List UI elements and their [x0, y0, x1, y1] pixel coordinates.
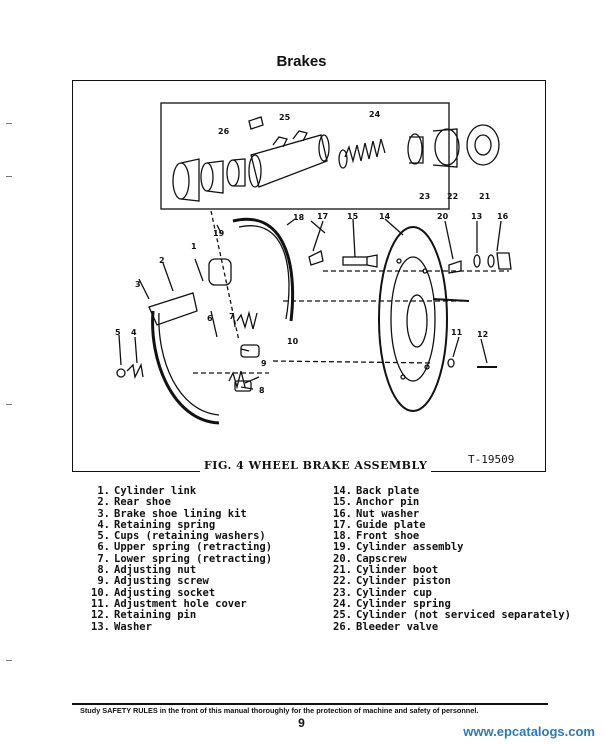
legend-item: 21.Cylinder boot [333, 564, 439, 577]
legend-item: 14.Back plate [333, 485, 420, 497]
retracting-spring [236, 310, 258, 330]
rear-shoe [151, 310, 220, 425]
margin-mark [6, 660, 12, 661]
callout-14: 14 [379, 212, 391, 221]
adjusting-nut [234, 380, 252, 392]
cylinder-boot [466, 124, 500, 166]
legend-item: 26.Bleeder valve [333, 620, 439, 633]
legend-item: 20.Capscrew [333, 552, 407, 565]
legend-item: 18.Front shoe [333, 530, 420, 543]
legend-item: 13.Washer [91, 620, 152, 633]
figure-frame: 26 25 24 23 22 21 19 18 17 15 14 20 13 1… [72, 80, 546, 472]
legend-item: 22.Cylinder piston [333, 575, 451, 588]
cylinder-piston [434, 128, 460, 166]
figure-caption: FIG. 4 WHEEL BRAKE ASSEMBLY [200, 459, 432, 472]
legend-item: 17.Guide plate [333, 518, 426, 531]
retaining-pin [432, 298, 470, 302]
callout-7: 7 [229, 312, 235, 321]
legend-item: 12.Retaining pin [91, 609, 197, 622]
page-title: Brakes [276, 53, 327, 70]
legend-item: 3.Brake shoe lining kit [97, 507, 247, 520]
legend-item: 15.Anchor pin [333, 496, 420, 509]
callout-19: 19 [213, 229, 225, 238]
callout-5: 5 [115, 328, 121, 337]
callout-25: 25 [279, 113, 291, 122]
nut-washer [487, 254, 495, 268]
legend-left: 1.Cylinder link 2.Rear shoe 3.Brake shoe… [88, 485, 273, 633]
legend-item: 7.Lower spring (retracting) [97, 552, 273, 565]
callout-9: 9 [261, 359, 267, 368]
legend-item: 23.Cylinder cup [333, 586, 432, 599]
footer-safety-note: Study SAFETY RULES in the front of this … [80, 706, 479, 715]
cylinder-inset-frame [160, 102, 450, 210]
callout-3: 3 [135, 280, 141, 289]
left-piston [200, 162, 214, 192]
legend-item: 9.Adjusting screw [97, 575, 209, 588]
callout-17: 17 [317, 212, 328, 221]
adjusting-socket [240, 344, 260, 358]
legend-item: 4.Retaining spring [97, 518, 216, 531]
legend-right: 14.Back plate 15.Anchor pin 16.Nut washe… [330, 485, 571, 633]
bleeder-valve [248, 116, 264, 130]
callout-10: 10 [287, 337, 299, 346]
legend-item: 11.Adjustment hole cover [91, 597, 247, 610]
callout-2: 2 [159, 256, 165, 265]
adjustment-hole-cover [447, 358, 455, 368]
retaining-spring [126, 362, 144, 380]
callout-1: 1 [191, 242, 197, 251]
callout-13: 13 [471, 212, 482, 221]
retaining-cup [116, 368, 126, 378]
callout-4: 4 [131, 328, 137, 337]
callout-15: 15 [347, 212, 359, 221]
guide-plate [308, 250, 324, 266]
left-boot-body [180, 158, 200, 202]
left-cup [226, 159, 240, 187]
callout-11: 11 [451, 328, 463, 337]
back-plate [378, 226, 448, 412]
legend-item: 16.Nut washer [333, 507, 420, 520]
margin-mark [6, 404, 12, 405]
legend-item: 6.Upper spring (retracting) [97, 541, 273, 554]
left-boot [172, 162, 190, 200]
legend-item: 10.Adjusting socket [91, 586, 216, 599]
shoe-lining [148, 292, 198, 326]
callout-23: 23 [419, 192, 430, 201]
watermark: www.epcatalogs.com [463, 724, 595, 739]
wheel-brake-diagram: 26 25 24 23 22 21 19 18 17 15 14 20 13 1… [115, 102, 512, 425]
callout-24: 24 [369, 110, 381, 119]
page-number: 9 [298, 716, 305, 730]
anchor-pin [342, 256, 368, 266]
callout-22: 22 [447, 192, 458, 201]
callout-16: 16 [497, 212, 509, 221]
callout-20: 20 [437, 212, 449, 221]
callout-18: 18 [293, 213, 305, 222]
callout-26: 26 [218, 127, 230, 136]
callout-21: 21 [479, 192, 491, 201]
legend-item: 25.Cylinder (not serviced separately) [333, 609, 571, 622]
margin-mark [6, 176, 12, 177]
legend-item: 2.Rear shoe [97, 496, 171, 509]
cylinder-cup [407, 133, 423, 165]
footer-rule [72, 703, 548, 705]
capscrew [448, 260, 462, 274]
cylinder-assembly [208, 258, 232, 286]
cylinder-spring [344, 138, 386, 164]
legend-item: 1.Cylinder link [97, 485, 197, 497]
figure-code: T-19509 [468, 453, 515, 466]
nut [496, 252, 512, 270]
legend-item: 19.Cylinder assembly [333, 541, 464, 554]
margin-mark [6, 123, 12, 124]
legend-item: 24.Cylinder spring [333, 597, 451, 610]
legend-item: 5.Cups (retaining washers) [97, 530, 266, 543]
callout-8: 8 [259, 386, 265, 395]
legend-item: 8.Adjusting nut [97, 564, 197, 577]
washer [473, 254, 481, 268]
cylinder-body [250, 134, 328, 188]
callout-12: 12 [477, 330, 488, 339]
callout-6: 6 [207, 314, 213, 323]
front-shoe [232, 217, 295, 322]
